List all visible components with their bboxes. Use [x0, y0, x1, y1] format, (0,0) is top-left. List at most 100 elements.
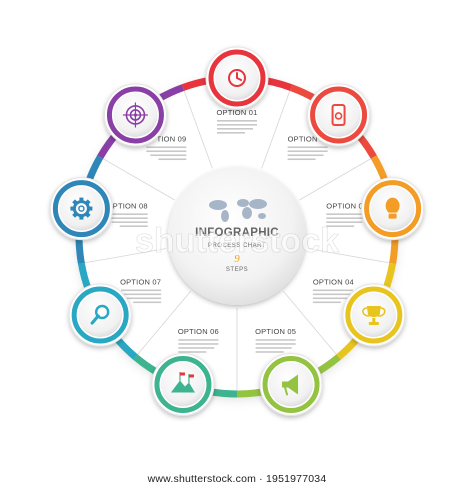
magnifier-icon [90, 304, 110, 325]
center-hub: INFOGRAPHIC PROCESS CHART 9 STEPS [168, 167, 306, 305]
option-text-4: OPTION 04 [312, 278, 354, 304]
placeholder-text-line [287, 154, 324, 157]
center-steps-label: STEPS [226, 267, 248, 273]
placeholder-text-line [178, 339, 219, 341]
segment-divider [261, 90, 291, 169]
option-node-9 [103, 83, 167, 147]
placeholder-text-line [255, 351, 284, 353]
option-node-8 [49, 177, 113, 241]
mountain-flag-icon [170, 371, 195, 393]
clock-icon [228, 69, 246, 87]
node-color-ring [345, 286, 403, 344]
placeholder-text-line [326, 225, 355, 227]
placeholder-text-line [287, 150, 328, 153]
watermark-text: shutterstock [135, 222, 339, 260]
placeholder-text-line [150, 154, 187, 157]
option-label: OPTION 02 [288, 134, 329, 143]
placeholder-text-line [158, 158, 187, 161]
placeholder-text-line [255, 339, 296, 341]
option-label: OPTION 06 [178, 327, 219, 336]
placeholder-text-line [178, 343, 219, 345]
node-color-ring [262, 355, 320, 413]
node-inner-disc [316, 92, 361, 137]
placeholder-text-line [119, 225, 148, 227]
placeholder-text-line [121, 289, 162, 292]
placeholder-text-line [107, 217, 148, 219]
lightbulb-icon [385, 197, 400, 219]
segment-divider [137, 290, 192, 355]
node-color-ring [71, 286, 129, 344]
option-label: OPTION 05 [255, 327, 296, 336]
placeholder-text-line [312, 293, 353, 296]
segment-divider [299, 158, 372, 201]
option-label: OPTION 09 [145, 134, 186, 143]
node-inner-disc [78, 293, 123, 337]
placeholder-text-line [121, 293, 162, 296]
option-node-4 [342, 283, 406, 347]
gear-icon [70, 197, 93, 220]
option-node-1 [205, 46, 269, 110]
node-color-ring [208, 49, 266, 107]
footer-bar: www.shutterstock.com · 1951977034 [0, 462, 474, 489]
placeholder-text-line [107, 213, 148, 215]
placeholder-text-line [312, 289, 353, 292]
option-text-8: OPTION 08 [107, 201, 148, 227]
option-node-6 [151, 352, 215, 416]
option-text-3: OPTION 03 [326, 201, 367, 227]
option-node-7 [68, 283, 132, 347]
node-color-ring [310, 86, 368, 144]
placeholder-text-line [146, 146, 187, 149]
center-circle [168, 167, 306, 305]
placeholder-text-line [326, 221, 363, 223]
placeholder-text-line [178, 351, 207, 353]
option-texts: OPTION 01 OPTION 02 OPTION 03 OPTION 04 OPTI… [107, 108, 367, 353]
segment-divider [102, 158, 175, 201]
node-color-ring [364, 180, 422, 238]
node-color-ring [106, 86, 164, 144]
placeholder-text-line [133, 301, 162, 304]
segment-divider [84, 248, 167, 264]
segment-dividers [84, 90, 390, 391]
placeholder-text-line [111, 221, 148, 223]
placeholder-text-line [312, 297, 349, 300]
option-node-3 [361, 177, 425, 241]
option-text-7: OPTION 07 [120, 278, 162, 304]
option-label: OPTION 01 [217, 108, 258, 117]
option-label: OPTION 08 [107, 201, 148, 210]
placeholder-text-line [287, 146, 328, 149]
option-label: OPTION 04 [313, 278, 354, 287]
placeholder-text-line [217, 128, 253, 130]
option-node-2 [307, 83, 371, 147]
footer-text: www.shutterstock.com · 1951977034 [147, 473, 327, 485]
placeholder-text-line [326, 213, 367, 215]
center-number: 9 [234, 253, 240, 265]
world-map-icon [209, 199, 267, 222]
placeholder-text-line [217, 132, 245, 134]
target-icon [122, 102, 149, 128]
smartphone-icon [331, 103, 346, 126]
placeholder-text-line [255, 343, 296, 345]
trophy-icon [362, 306, 386, 325]
placeholder-text-line [217, 124, 257, 126]
option-text-6: OPTION 06 [178, 327, 219, 353]
node-color-ring [154, 355, 212, 413]
placeholder-text-line [326, 217, 367, 219]
option-text-5: OPTION 05 [255, 327, 296, 353]
process-diagram: OPTION 01 OPTION 02 OPTION 03 OPTION 04 OPTI… [49, 46, 425, 416]
segment-divider [282, 290, 337, 355]
placeholder-text-line [178, 347, 215, 349]
megaphone-icon [282, 374, 299, 396]
center-title: INFOGRAPHIC [195, 227, 279, 239]
option-text-2: OPTION 02 [287, 134, 329, 161]
option-nodes [49, 46, 425, 416]
segment-divider [183, 90, 213, 169]
placeholder-text-line [255, 347, 292, 349]
placeholder-text-line [125, 297, 162, 300]
placeholder-text-line [287, 158, 316, 161]
node-color-ring [52, 180, 110, 238]
placeholder-text-line [312, 301, 341, 304]
option-node-5 [259, 352, 323, 416]
option-text-9: OPTION 09 [145, 134, 187, 161]
node-inner-disc [59, 186, 104, 231]
